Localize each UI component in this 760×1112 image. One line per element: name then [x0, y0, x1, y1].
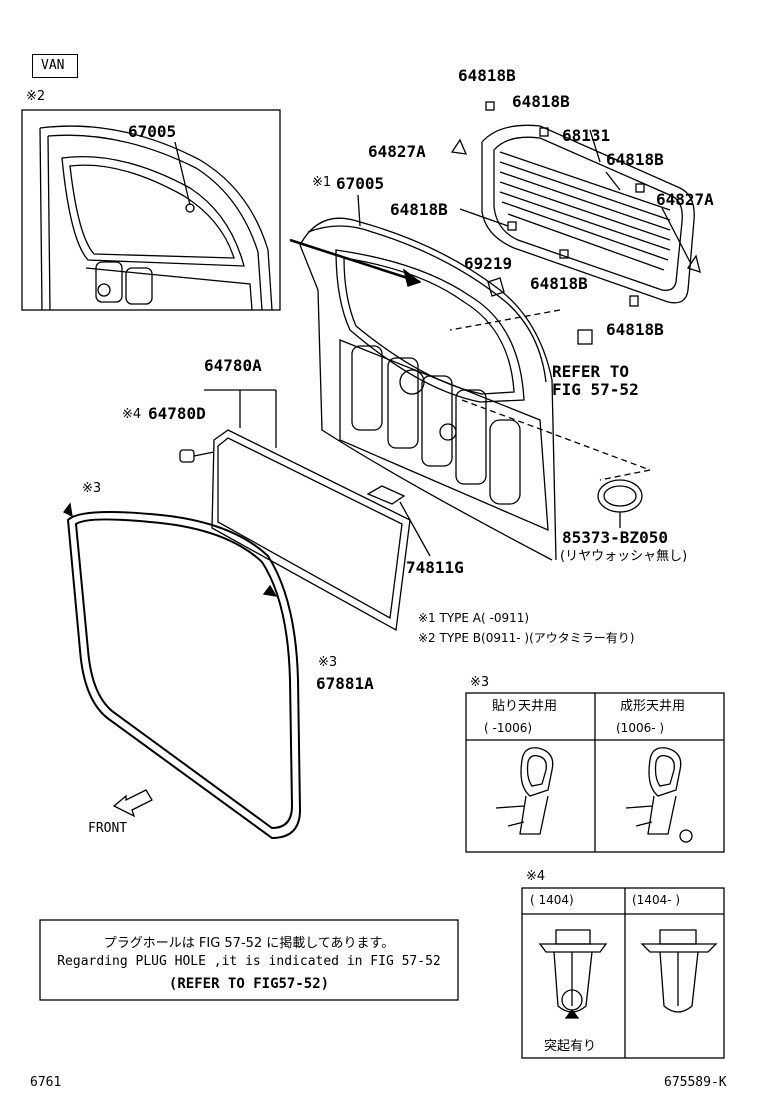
- part-64827a-1: 64827A: [368, 142, 426, 161]
- marker-type-a: ※1: [312, 175, 332, 190]
- refer-to-label: REFER TO: [552, 362, 630, 381]
- inset-type-b-frame: [21, 109, 281, 311]
- notice-line-2: Regarding PLUG HOLE ,it is indicated in …: [57, 954, 441, 969]
- part-64818b-6: 64818B: [606, 320, 664, 339]
- van-label: VAN: [41, 58, 65, 73]
- section-3-table: [465, 692, 725, 853]
- clip-64818b-a: [485, 101, 495, 111]
- glass-panel-68131: [481, 124, 695, 304]
- clip-64818b-e: [559, 249, 569, 259]
- plug-hole-notice: プラグホールは FIG 57-52 に掲載してあります。 Regarding P…: [40, 920, 458, 1000]
- part-67881a: 67881A: [316, 674, 374, 693]
- clip-64818b-b: [539, 127, 549, 137]
- clip-64818b-d: [507, 221, 517, 231]
- type-note-2: ※2 TYPE B(0911- )(アウタミラー有り): [418, 631, 635, 645]
- part-85373-note: (リヤウォッシャ無し): [560, 549, 688, 564]
- part-64818b-5: 64818B: [530, 274, 588, 293]
- part-67005-type-b: 67005: [128, 122, 177, 141]
- part-85373: 85373-BZ050: [562, 528, 668, 547]
- refer-to-fig: FIG 57-52: [552, 380, 639, 399]
- part-64818b-1: 64818B: [458, 66, 516, 85]
- footer-page-code: 6761: [30, 1075, 62, 1090]
- clip-64818b-f: [629, 295, 639, 307]
- section-4-col1-range: ( 1404): [530, 893, 574, 907]
- weatherstrip-67881a: [66, 511, 302, 840]
- section-3-marker: ※3: [470, 675, 490, 690]
- section-4-marker: ※4: [526, 869, 546, 884]
- marker-weatherstrip-top: ※3: [82, 481, 102, 496]
- handle-74811g-shape: [366, 485, 406, 505]
- front-arrow-icon: [112, 789, 153, 818]
- refer-block: [577, 329, 593, 345]
- part-68131: 68131: [562, 126, 611, 145]
- front-label: FRONT: [88, 821, 128, 836]
- notice-frame: [39, 919, 459, 1001]
- section-4-col2-range: (1404- ): [632, 893, 681, 907]
- part-64818b-2: 64818B: [512, 92, 570, 111]
- part-69219-shape: [487, 277, 505, 297]
- section-3-col1-range: ( -1006): [484, 721, 533, 735]
- notice-line-1: プラグホールは FIG 57-52 に掲載してあります。: [103, 936, 395, 951]
- part-64818b-3: 64818B: [606, 150, 664, 169]
- part-64827a-2: 64827A: [656, 190, 714, 209]
- footer-ref-code: 675589-K: [664, 1075, 727, 1090]
- section-3-col1-title: 貼り天井用: [492, 699, 558, 714]
- trim-board-64780a: [211, 429, 411, 632]
- part-69219: 69219: [464, 254, 513, 273]
- section-4-table: [521, 887, 725, 1059]
- section-4-col1-note: 突起有り: [544, 1039, 597, 1054]
- part-64780a: 64780A: [204, 356, 262, 375]
- van-badge: VAN: [32, 54, 78, 78]
- notice-line-3: (REFER TO FIG57-52): [168, 976, 330, 992]
- marker-weatherstrip: ※3: [318, 655, 338, 670]
- clip-64780d-shape: [179, 449, 195, 463]
- clip-64818b-c: [635, 183, 645, 193]
- back-door-type-a-illustration: [299, 217, 557, 561]
- type-note-1: ※1 TYPE A( -0911): [418, 611, 530, 625]
- section-3-col2-range: (1006- ): [616, 721, 665, 735]
- part-64780d: 64780D: [148, 404, 206, 423]
- inset-arrow: [289, 238, 421, 284]
- marker-type-b: ※2: [26, 89, 46, 104]
- part-64818b-4: 64818B: [390, 200, 448, 219]
- marker-clip: ※4: [122, 407, 142, 422]
- section-3-col2-title: 成形天井用: [620, 699, 686, 714]
- part-67005-type-a: 67005: [336, 174, 385, 193]
- back-door-type-b-illustration: [39, 125, 273, 311]
- part-74811g: 74811G: [406, 558, 464, 577]
